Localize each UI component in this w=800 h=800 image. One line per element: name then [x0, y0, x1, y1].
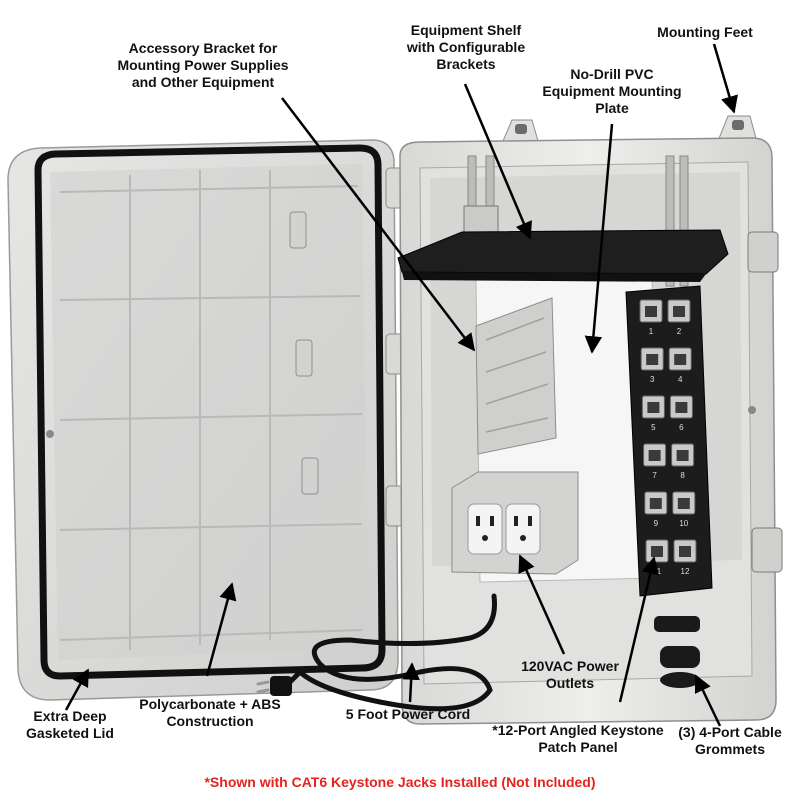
power-cord-label: 5 Foot Power Cord: [345, 706, 471, 722]
jack-port: [674, 354, 687, 365]
accessory-bracket-label: Accessory Bracket for Mounting Power Sup…: [117, 40, 289, 90]
port-number: 12: [681, 567, 690, 576]
footnote: *Shown with CAT6 Keystone Jacks Installe…: [204, 774, 596, 790]
power-cord: [256, 593, 497, 712]
gasketed-lid-label: Extra Deep Gasketed Lid: [26, 708, 114, 741]
power-outlets-label: 120VAC Power Outlets: [521, 658, 619, 691]
power-outlet-box: [451, 471, 579, 575]
equipment-shelf-label: Equipment Shelf with Configurable Bracke…: [406, 22, 526, 72]
jack-port: [647, 402, 660, 413]
jack-port: [679, 546, 691, 557]
cable-grommets-label: (3) 4-Port Cable Grommets: [678, 724, 782, 757]
jack-port: [677, 498, 690, 509]
port-number: 3: [650, 375, 655, 384]
port-number: 7: [652, 471, 657, 480]
gasketed-lid: [7, 139, 399, 701]
cable-grommets: [654, 616, 700, 688]
leader-arrows: [64, 43, 738, 727]
jack-port: [651, 546, 663, 557]
port-number: 6: [679, 423, 684, 432]
port-number: 11: [653, 567, 662, 576]
equipment-shelf: [397, 155, 729, 287]
jack-port: [675, 402, 688, 413]
patch-panel-label: *12-Port Angled Keystone Patch Panel: [492, 722, 664, 755]
jack-port: [648, 450, 661, 461]
mounting-plate-label: No-Drill PVC Equipment Mounting Plate: [542, 66, 682, 116]
jack-port: [673, 306, 685, 317]
jack-port: [649, 498, 662, 509]
port-number: 9: [654, 519, 659, 528]
port-number: 8: [680, 471, 685, 480]
jack-port: [646, 354, 659, 365]
port-number: 5: [651, 423, 656, 432]
port-number: 2: [677, 327, 682, 336]
mounting-feet-label: Mounting Feet: [657, 24, 753, 40]
port-number: 1: [649, 327, 654, 336]
accessory-bracket: [475, 297, 557, 455]
port-number: 10: [679, 519, 688, 528]
port-number: 4: [678, 375, 683, 384]
jack-port: [645, 306, 657, 317]
construction-label: Polycarbonate + ABS Construction: [139, 696, 281, 729]
jack-port: [676, 450, 689, 461]
